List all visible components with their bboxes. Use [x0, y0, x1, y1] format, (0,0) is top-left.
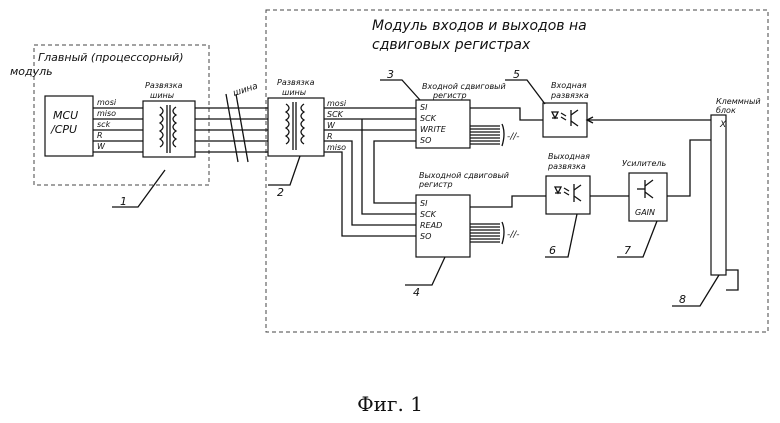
amplifier-label: Усилитель — [622, 159, 666, 168]
isolation1-label-2: шины — [150, 91, 174, 100]
ref-number: 4 — [413, 286, 420, 299]
output-isolation-label: Выходная — [548, 152, 590, 161]
io-module-subtitle: сдвиговых регистрах — [372, 37, 531, 53]
bus-mark-input: -//- — [507, 132, 520, 142]
pin-label: SI — [420, 199, 428, 208]
terminal-block-label: Клеммный — [716, 97, 761, 106]
pin-label: SCK — [420, 210, 437, 219]
figure-caption: Фиг. 1 — [0, 392, 780, 416]
mcu-signal: miso — [97, 109, 116, 118]
ref-number: 1 — [120, 195, 127, 208]
pin-label: SO — [420, 232, 431, 241]
isolation1-box — [143, 101, 195, 157]
input-isolation-label: Входная — [551, 81, 587, 90]
ref-number: 5 — [513, 68, 520, 81]
input-register-parallel — [470, 124, 504, 146]
pin-label: SCK — [420, 114, 437, 123]
terminal-block-pin: X — [719, 120, 727, 130]
mcu-signal: R — [97, 131, 103, 140]
isolation2-label: Развязка — [277, 78, 315, 87]
ref-number: 6 — [549, 244, 556, 257]
iso2-signal-labels: mosi SCK W R miso — [327, 99, 347, 152]
register-wires — [324, 108, 416, 236]
ref-number: 3 — [387, 68, 394, 81]
isolation2-label-2: шины — [282, 88, 306, 97]
iso2-signal: mosi — [327, 99, 347, 108]
main-module-subtitle: модуль — [10, 65, 53, 78]
amplifier-gain: GAIN — [635, 208, 655, 217]
mcu-signal: W — [97, 142, 106, 151]
iso2-signal: SCK — [327, 110, 344, 119]
bus-mark-output: -//- — [507, 230, 520, 240]
ref-number: 7 — [624, 244, 631, 257]
io-module-frame — [266, 10, 768, 332]
input-register-title: Входной сдвиговый — [422, 82, 506, 91]
input-register-subtitle: регистр — [432, 91, 467, 100]
mcu-label: MCU — [53, 109, 78, 122]
bus-label: шина — [232, 81, 259, 98]
input-isolation-label-2: развязка — [550, 91, 589, 100]
pin-label: SI — [420, 103, 428, 112]
reference-numbers: 1 2 3 4 5 6 7 8 — [120, 68, 686, 306]
output-isolation-label-2: развязка — [547, 162, 586, 171]
pin-label: READ — [420, 221, 442, 230]
main-module-title: Главный (процессорный) — [38, 51, 183, 64]
mcu-signal: mosi — [97, 98, 117, 107]
output-register-parallel — [470, 222, 504, 244]
isolation1-label: Развязка — [145, 81, 183, 90]
mcu-label-2: /CPU — [50, 123, 77, 136]
iso2-signal: R — [327, 132, 333, 141]
output-register-title: Выходной сдвиговый — [419, 171, 509, 180]
pin-label: SO — [420, 136, 431, 145]
io-module-title: Модуль входов и выходов на — [372, 18, 587, 34]
pin-label: WRITE — [420, 125, 447, 134]
mcu-signal: sck — [97, 120, 111, 129]
terminal-block-label-2: блок — [716, 106, 736, 115]
iso2-signal: W — [327, 121, 336, 130]
output-register-subtitle: регистр — [418, 180, 453, 189]
ref-number: 8 — [679, 293, 686, 306]
terminal-block-box — [711, 115, 726, 275]
mcu-signal-labels: mosi miso sck R W — [97, 98, 117, 151]
ref-number: 2 — [277, 186, 284, 199]
iso2-signal: miso — [327, 143, 346, 152]
